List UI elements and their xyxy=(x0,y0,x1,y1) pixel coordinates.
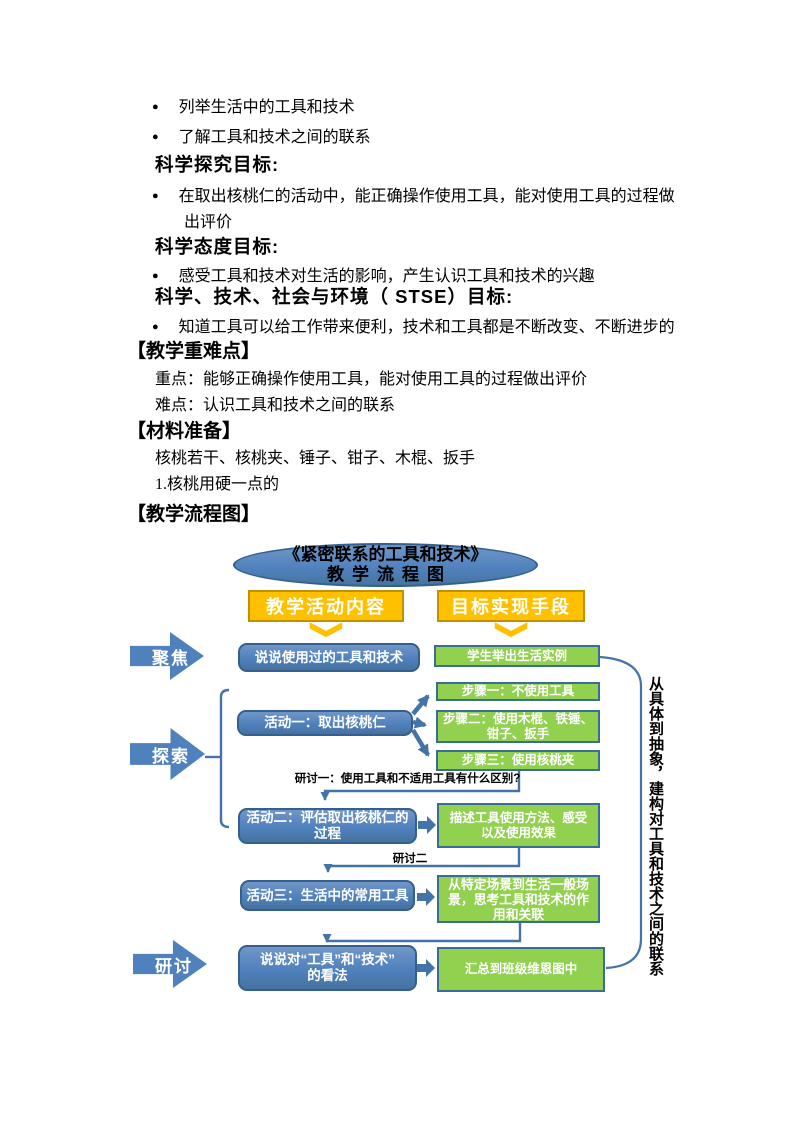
bullet-icon: ● xyxy=(152,190,159,202)
doc-section-title: 【教学重难点】 xyxy=(127,341,261,362)
doc-text: 感受工具和技术对生活的影响，产生认识工具和技术的兴趣 xyxy=(178,268,595,285)
right-arrow-icon xyxy=(417,888,435,906)
box-step3: 步骤三：使用核桃夹 xyxy=(436,750,600,771)
box-activity2: 活动二：评估取出核桃仁的 过程 xyxy=(238,808,417,844)
flowchart-title-line2: 教学流程图 xyxy=(327,565,452,584)
doc-heading: 科学、技术、社会与环境（ STSE）目标: xyxy=(155,286,514,307)
stage-arrow-explore: 探索 xyxy=(130,728,205,780)
bullet-icon: ● xyxy=(152,131,159,143)
doc-text: 难点：认识工具和技术之间的联系 xyxy=(155,397,396,414)
box-step1: 步骤一：不使用工具 xyxy=(436,682,600,701)
flowchart-title-ellipse: 《紧密联系的工具和技术》 教学流程图 xyxy=(233,543,538,587)
column-header-methods: 目标实现手段 xyxy=(437,590,585,622)
box-focus-method: 学生举出生活实例 xyxy=(434,645,600,667)
discussion1-note: 研讨一：使用工具和不适用工具有什么区别? xyxy=(294,773,521,785)
box-activity3: 活动三：生活中的常用工具 xyxy=(240,880,415,911)
box-focus-activity: 说说使用过的工具和技术 xyxy=(238,643,420,672)
doc-heading: 科学态度目标: xyxy=(155,236,280,257)
doc-text: 列举生活中的工具和技术 xyxy=(178,99,355,116)
right-arrow-icon xyxy=(417,959,435,977)
doc-section-title: 【材料准备】 xyxy=(127,421,242,442)
box-final-method: 汇总到班级维恩图中 xyxy=(437,947,605,992)
box-step2: 步骤二：使用木棍、铁锤、 钳子、扳手 xyxy=(436,710,600,743)
bullet-icon: ● xyxy=(152,321,159,333)
doc-bullet-line: ● 了解工具和技术之间的联系 xyxy=(152,127,371,148)
doc-text: 1.核桃用硬一点的 xyxy=(155,476,280,493)
stage-arrow-discuss: 研讨 xyxy=(133,940,207,988)
doc-section-title: 【教学流程图】 xyxy=(127,504,261,525)
down-chevron-icon xyxy=(308,619,344,639)
doc-text: 在取出核桃仁的活动中，能正确操作使用工具，能对使用工具的过程做 xyxy=(178,188,675,205)
doc-text: 了解工具和技术之间的联系 xyxy=(178,129,371,146)
doc-text: 知道工具可以给工作带来便利，技术和工具都是不断改变、不断进步的 xyxy=(178,319,675,336)
doc-bullet-line: ● 在取出核桃仁的活动中，能正确操作使用工具，能对使用工具的过程做 xyxy=(152,186,675,207)
doc-text: 重点：能够正确操作使用工具，能对使用工具的过程做出评价 xyxy=(155,371,588,388)
discussion2-note: 研讨二 xyxy=(392,853,428,865)
doc-text-continuation: 出评价 xyxy=(184,214,233,231)
flowchart-title-line1: 《紧密联系的工具和技术》 xyxy=(283,545,488,564)
doc-bullet-line: ● 列举生活中的工具和技术 xyxy=(152,97,355,118)
box-activity1: 活动一：取出核桃仁 xyxy=(237,710,413,736)
box-method3: 从特定场景到生活一般场 景，思考工具和技术的作 用和关联 xyxy=(437,875,600,923)
side-note-vertical: 从具体到抽象，建构对工具和技术之间的联系 xyxy=(647,676,664,976)
down-chevron-icon xyxy=(493,619,529,639)
doc-heading: 科学探究目标: xyxy=(155,154,280,175)
box-method2: 描述工具使用方法、感受 以及使用效果 xyxy=(437,803,600,848)
right-arrow-icon xyxy=(418,816,436,834)
box-final-activity: 说说对“工具”和“技术” 的看法 xyxy=(238,945,417,991)
column-header-activities: 教学活动内容 xyxy=(248,590,404,622)
bullet-icon: ● xyxy=(152,101,159,113)
doc-bullet-line: ● 知道工具可以给工作带来便利，技术和工具都是不断改变、不断进步的 xyxy=(152,317,675,338)
bullet-icon: ● xyxy=(152,270,159,282)
stage-arrow-focus: 聚焦 xyxy=(130,632,204,680)
doc-bullet-line: ● 感受工具和技术对生活的影响，产生认识工具和技术的兴趣 xyxy=(152,266,595,287)
doc-text: 核桃若干、核桃夹、锤子、钳子、木棍、扳手 xyxy=(155,450,476,467)
